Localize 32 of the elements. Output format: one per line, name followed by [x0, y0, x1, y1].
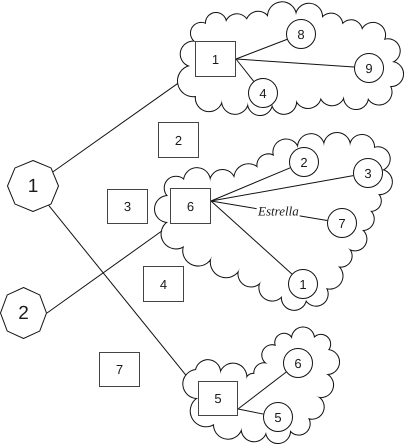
- circle-node: 8: [286, 19, 316, 49]
- cloud-node: [176, 0, 404, 116]
- square-node: 6: [170, 188, 211, 224]
- square-node: 1: [195, 41, 236, 77]
- connector-line: [236, 58, 355, 68]
- square-node: 3: [107, 189, 148, 224]
- square-node: 7: [99, 352, 140, 387]
- connector-line: [210, 200, 292, 274]
- circle-node: 4: [248, 78, 278, 108]
- connector-line: [210, 175, 354, 202]
- circle-node: 7: [327, 208, 357, 238]
- connector-line: [46, 230, 162, 314]
- connector-line: [238, 372, 287, 410]
- cloud-node: [182, 326, 340, 444]
- circle-node: 3: [353, 158, 383, 188]
- circle-node: 5: [263, 402, 293, 432]
- circle-node: 1: [288, 269, 318, 299]
- connector-line: [210, 167, 291, 202]
- cloud-node: [154, 132, 394, 312]
- connector-line: [236, 38, 288, 60]
- circle-node: 6: [283, 348, 313, 378]
- connector-line: [238, 408, 264, 415]
- circle-node: 9: [354, 53, 384, 83]
- connector-line: [52, 82, 178, 172]
- square-node: 4: [143, 266, 184, 302]
- octagon-node: 2: [0, 287, 47, 339]
- square-node: 2: [158, 122, 199, 158]
- square-node: 5: [198, 381, 238, 416]
- connector-line: [48, 204, 187, 376]
- circle-node: 2: [289, 147, 319, 177]
- octagon-node: 1: [7, 160, 59, 212]
- connector-line: [236, 58, 254, 82]
